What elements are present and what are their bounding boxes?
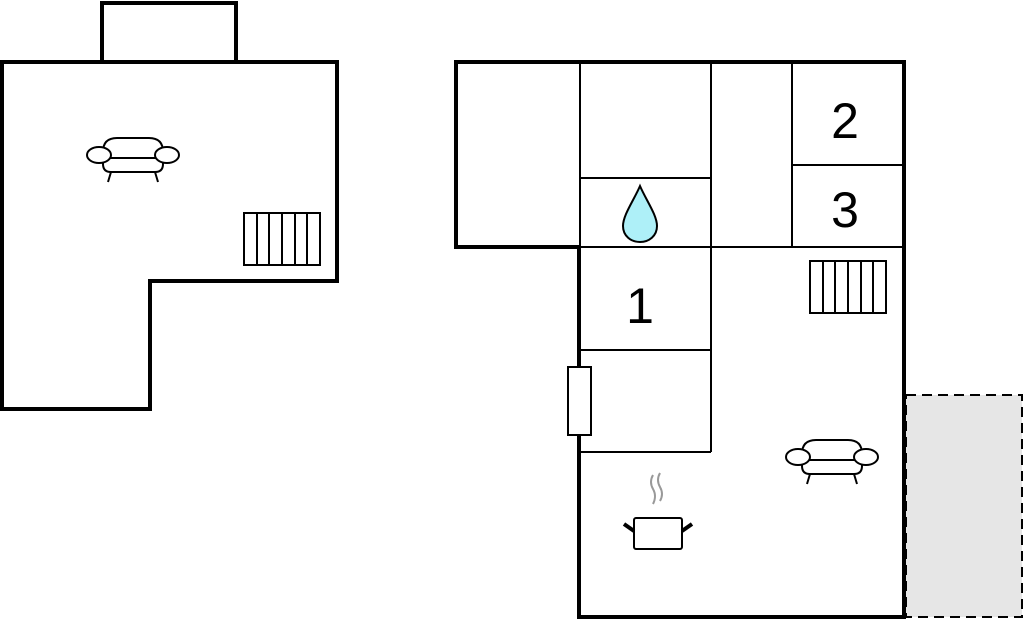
room-label-1: 1 xyxy=(626,278,654,334)
cooking-pot-icon xyxy=(622,472,694,550)
terrace xyxy=(905,394,1023,618)
room-label-2: 2 xyxy=(831,93,859,149)
radiator-icon xyxy=(809,260,887,314)
room-label-3: 3 xyxy=(831,182,859,238)
upper-floor-bump-wall xyxy=(100,1,238,62)
water-drop-icon xyxy=(621,183,659,244)
radiator-icon xyxy=(243,212,321,266)
interior-walls xyxy=(579,62,904,453)
upper-floor-outer-wall xyxy=(0,60,339,411)
ground-floor: 2 3 1 xyxy=(454,60,906,619)
upper-floor xyxy=(0,1,339,411)
window-icon xyxy=(567,366,592,436)
